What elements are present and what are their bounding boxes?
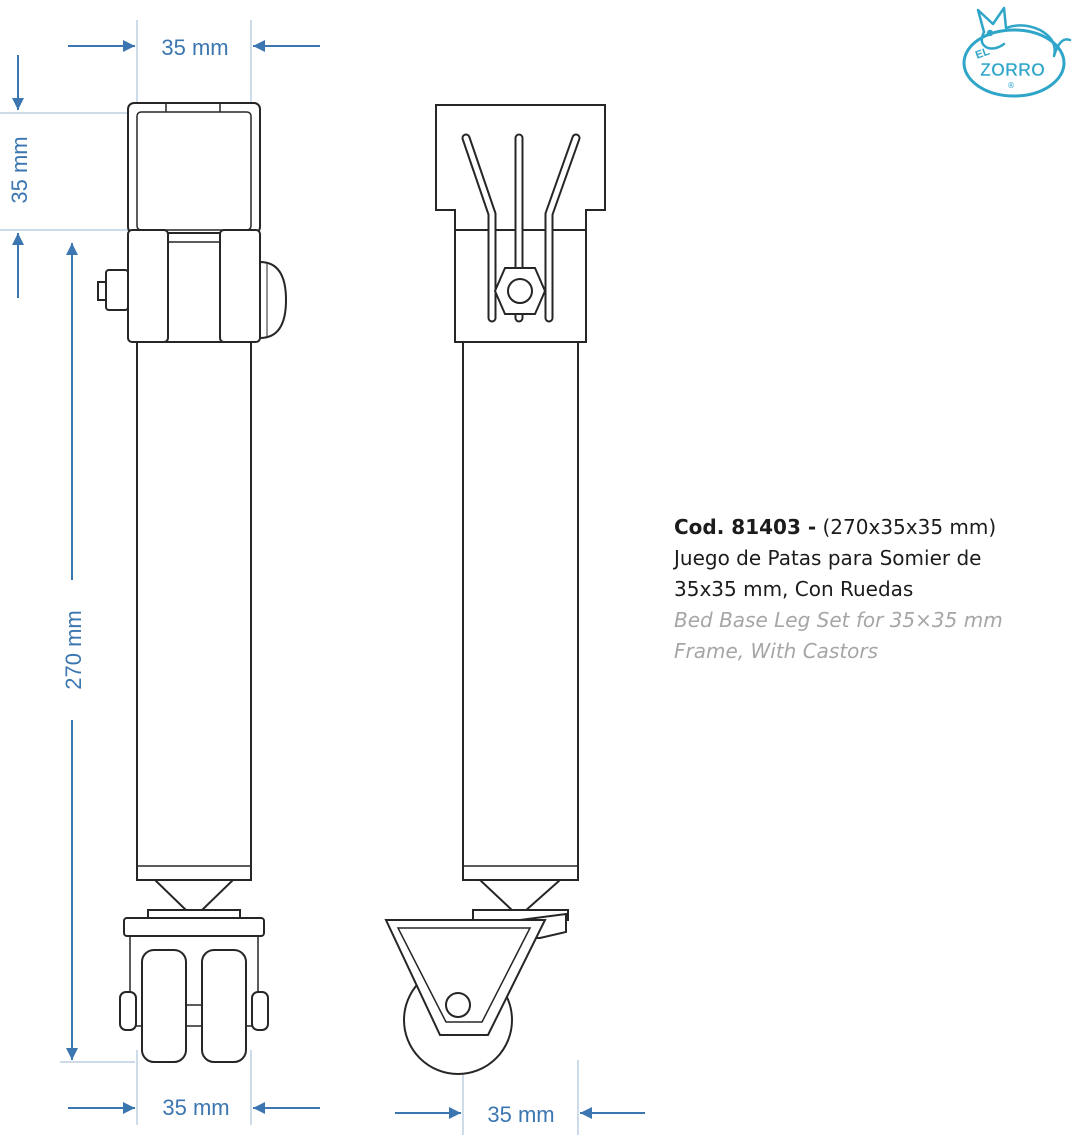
- description-es-line-1: Juego de Patas para Somier de: [674, 546, 982, 570]
- leg-front-view: [384, 104, 606, 1075]
- logo-registered-mark: ®: [1007, 81, 1015, 90]
- dim-top-height-label: 35 mm: [7, 136, 32, 203]
- description-en-line-1: Bed Base Leg Set for 35×35 mm: [674, 608, 1003, 632]
- fox-icon: [976, 6, 1072, 58]
- leg-side-view: [97, 102, 288, 1063]
- product-size: (270x35x35 mm): [822, 515, 997, 539]
- el-zorro-logo: EL ZORRO ®: [962, 6, 1072, 98]
- logo-oval-icon: [962, 28, 1066, 98]
- description-es-line-2: 35x35 mm, Con Ruedas: [674, 577, 914, 601]
- dim-bottom-width-left-label: 35 mm: [162, 1095, 229, 1120]
- dimension-arrows: [12, 40, 645, 1119]
- product-description: Cod. 81403 - (270x35x35 mm) Juego de Pat…: [674, 512, 1074, 667]
- logo-el-text: EL: [974, 46, 992, 62]
- dim-top-width-label: 35 mm: [161, 35, 228, 60]
- extension-lines: [0, 20, 579, 1135]
- product-code: Cod. 81403 -: [674, 515, 817, 539]
- dim-length-label: 270 mm: [61, 610, 86, 689]
- dim-bottom-width-right-label: 35 mm: [487, 1102, 554, 1127]
- product-code-line: Cod. 81403 - (270x35x35 mm): [674, 512, 1074, 543]
- logo-brand-text: ZORRO: [980, 60, 1045, 80]
- description-en-line-2: Frame, With Castors: [674, 639, 879, 663]
